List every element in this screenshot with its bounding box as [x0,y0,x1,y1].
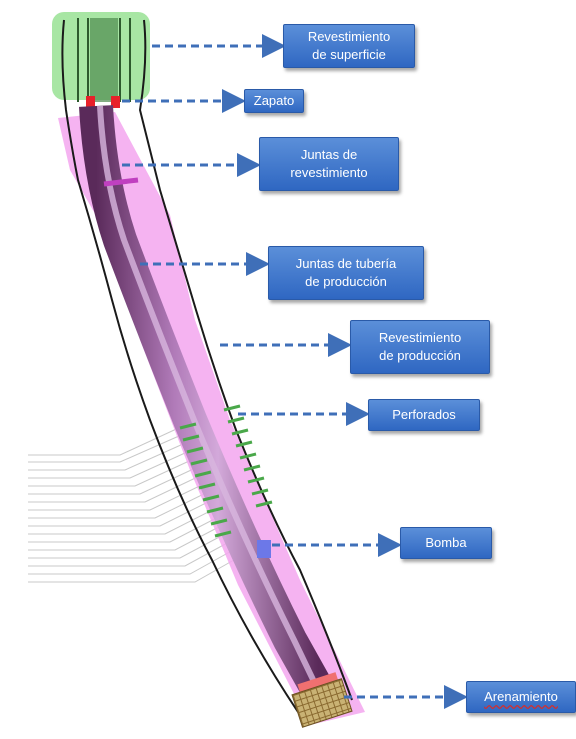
label-pump: Bomba [400,527,492,559]
label-tubing-joints: Juntas de tubería de producción [268,246,424,300]
label-casing-joints: Juntas de revestimiento [259,137,399,191]
pump-marker [257,540,271,558]
label-production-casing: Revestimiento de producción [350,320,490,374]
label-shoe: Zapato [244,89,304,113]
surface-casing-core [90,18,118,102]
label-perforations: Perforados [368,399,480,431]
label-sand-fill: Arenamiento [466,681,576,713]
label-surface-casing: Revestimiento de superficie [283,24,415,68]
